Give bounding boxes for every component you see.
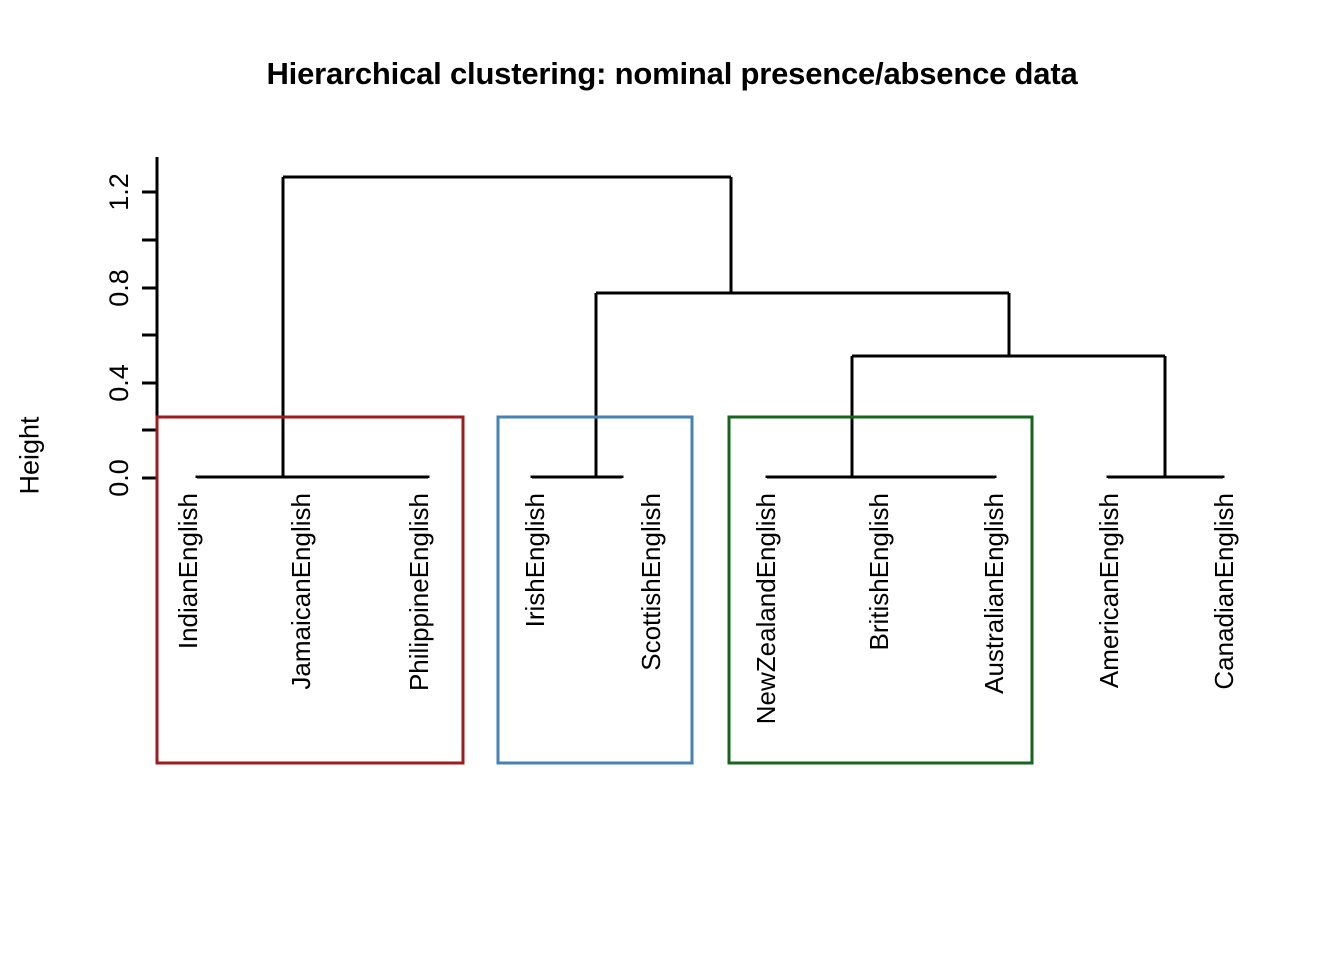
- leaf-label-philippine-english: PhilippineEnglish: [404, 493, 434, 691]
- leaf-label-indian-english: IndianEnglish: [173, 493, 203, 649]
- leaf-labels: IndianEnglish JamaicanEnglish Philippine…: [173, 493, 1239, 724]
- y-axis: 0.0 0.4 0.8 1.2: [104, 157, 159, 497]
- leaf-label-newzealand-english: NewZealandEnglish: [751, 493, 781, 724]
- leaf-label-canadian-english: CanadianEnglish: [1209, 493, 1239, 690]
- leaf-label-scottish-english: ScottishEnglish: [636, 493, 666, 671]
- cluster-box-1: [155, 415, 465, 765]
- y-tick-label-0.8: 0.8: [104, 269, 134, 307]
- leaf-label-irish-english: IrishEnglish: [520, 493, 550, 627]
- leaf-label-australian-english: AustralianEnglish: [979, 493, 1009, 694]
- leaf-label-british-english: BritishEnglish: [864, 493, 894, 651]
- branch-merge-m2: [530, 475, 624, 479]
- cluster-boxes: [155, 415, 1034, 765]
- leaf-label-american-english: AmericanEnglish: [1094, 493, 1124, 688]
- y-tick-label-0.4: 0.4: [104, 364, 134, 402]
- y-tick-label-1.2: 1.2: [104, 173, 134, 211]
- page-title: Hierarchical clustering: nominal presenc…: [266, 56, 1078, 91]
- leaf-label-jamaican-english: JamaicanEnglish: [286, 493, 316, 690]
- branch-merge-m3: [765, 475, 997, 479]
- branch-merge-m4: [1106, 475, 1225, 479]
- dendrogram-branches: [195, 175, 1225, 479]
- branch-merge-m1: [195, 475, 430, 479]
- y-tick-label-0.0: 0.0: [104, 459, 134, 497]
- cluster-box-3: [727, 415, 1034, 765]
- cluster-box-2: [496, 415, 694, 765]
